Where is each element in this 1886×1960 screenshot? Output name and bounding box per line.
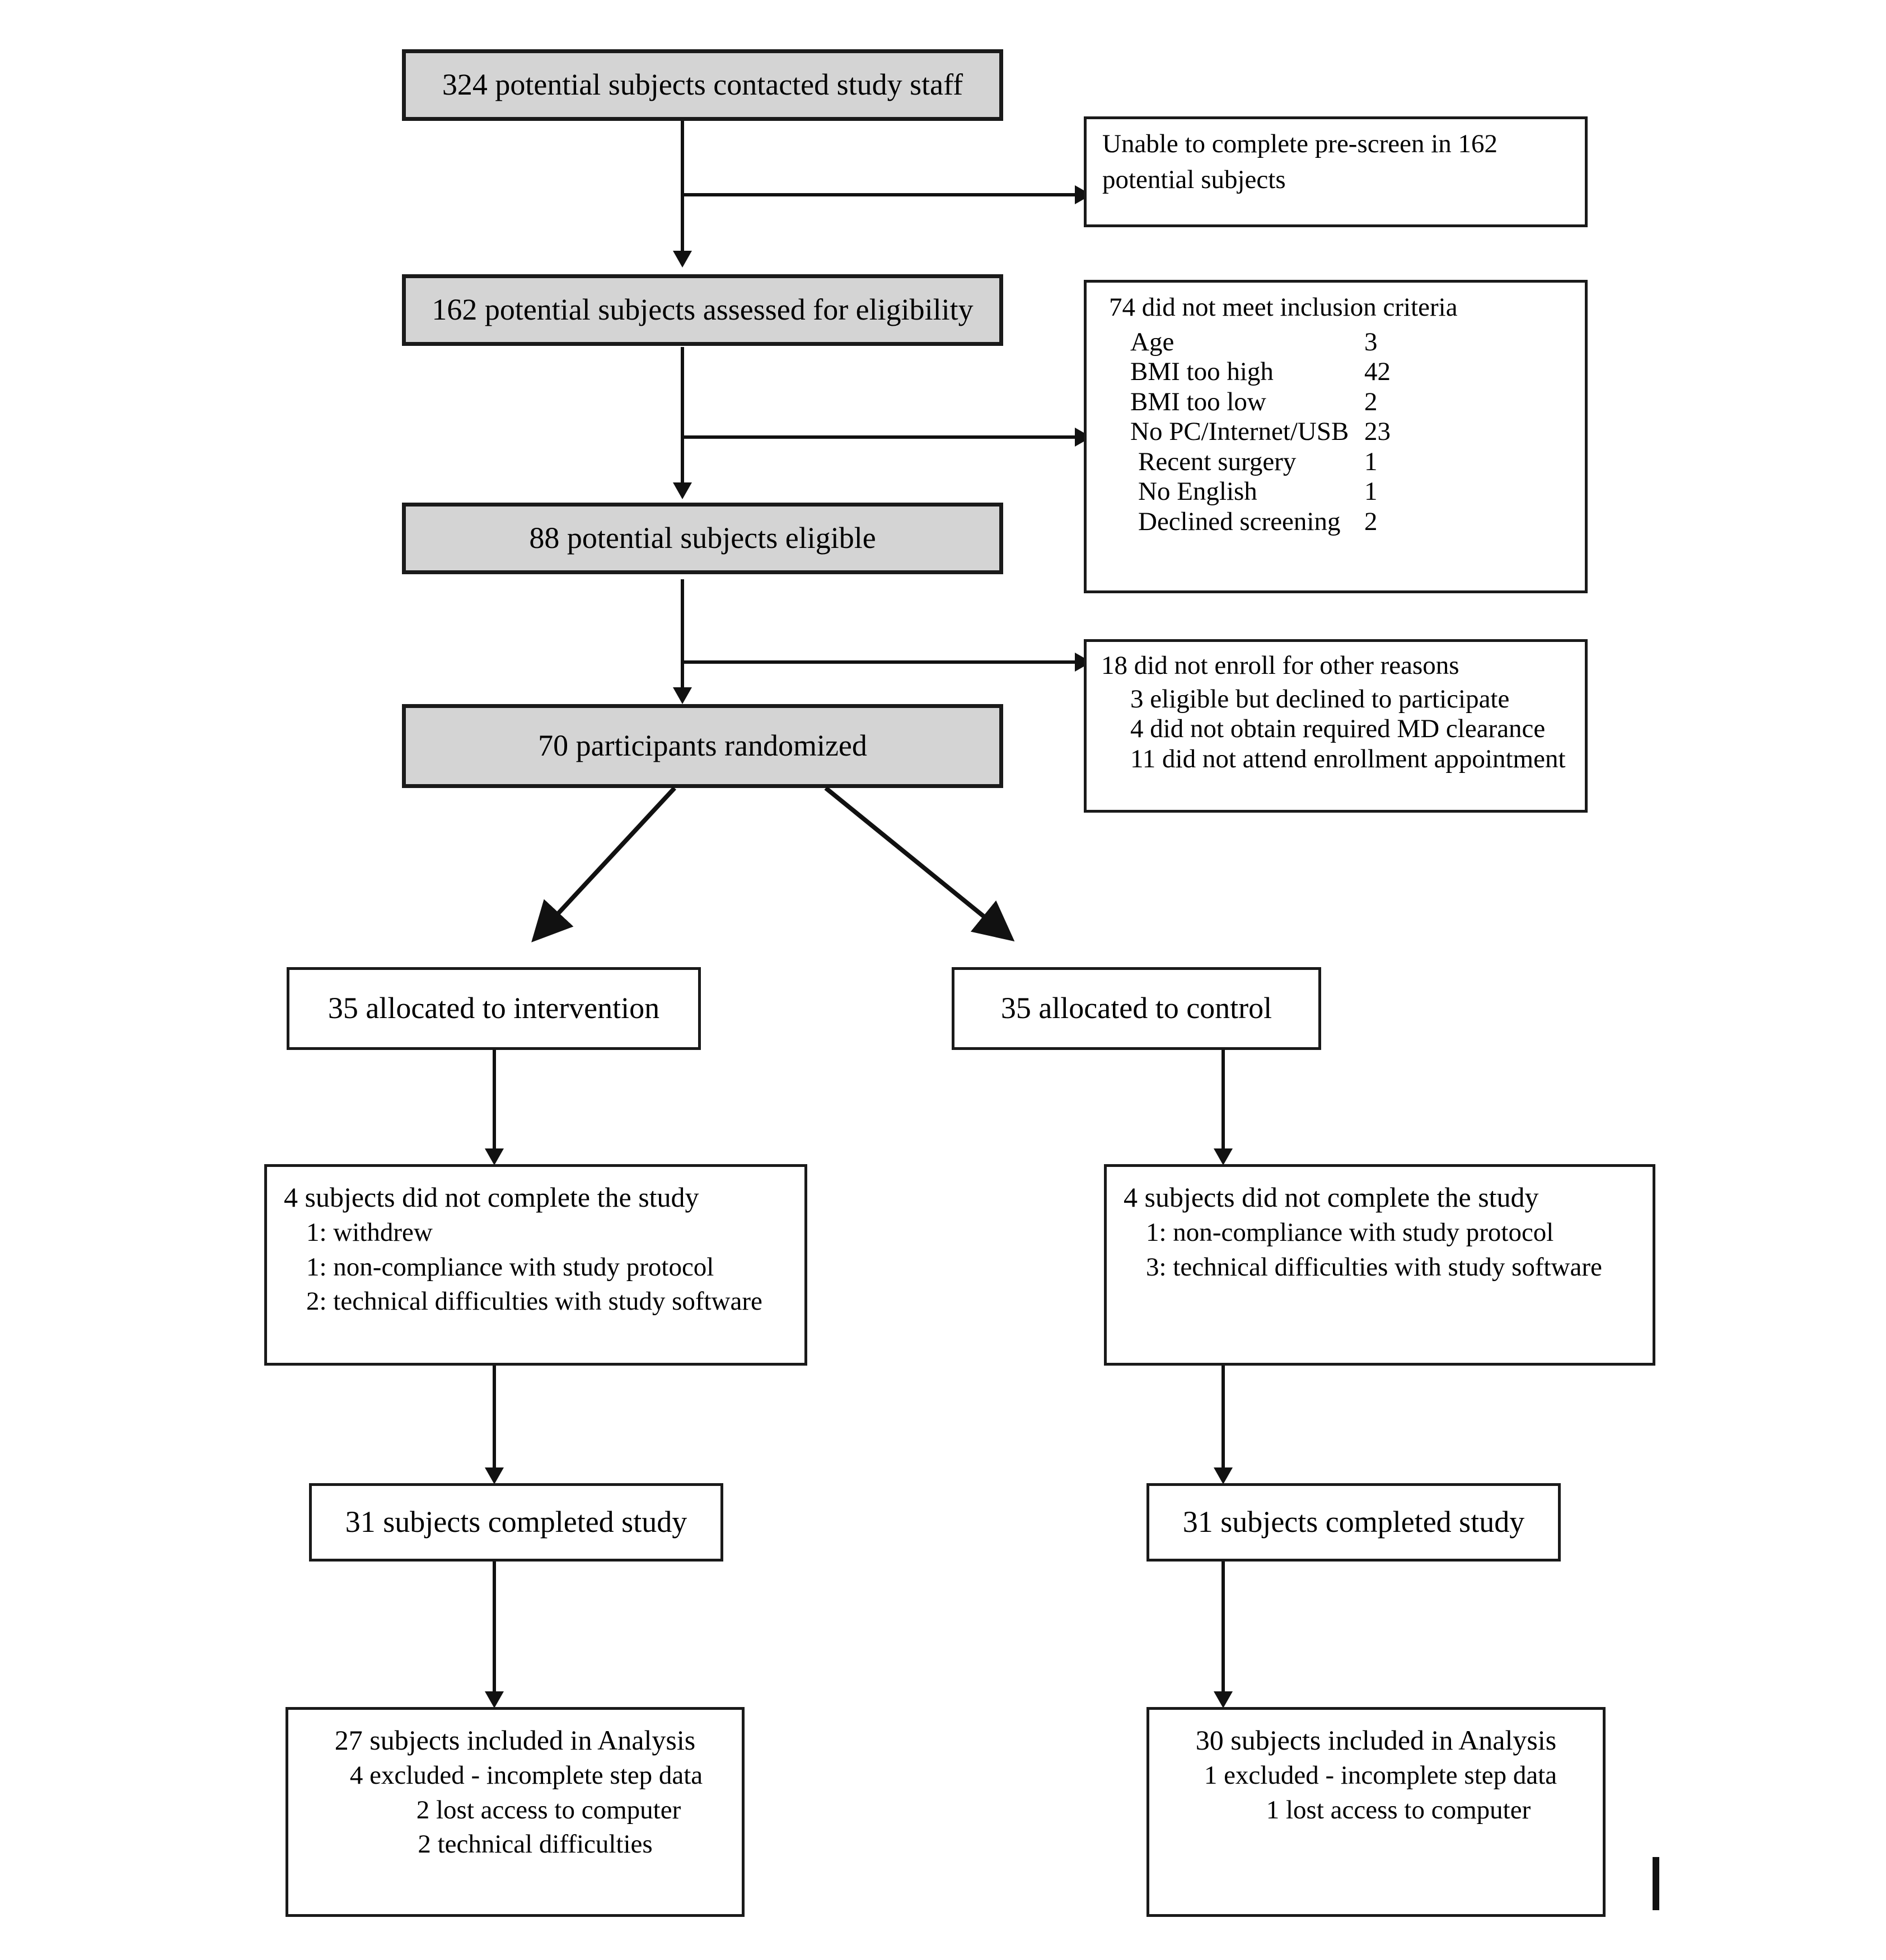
box-randomized: 70 participants randomized (402, 704, 1003, 788)
arrowhead-intervention-completed (485, 1467, 504, 1484)
prescreen-line-2: potential subjects (1102, 165, 1286, 194)
intervention-dropout-item: 2: technical difficulties with study sof… (306, 1287, 762, 1316)
inclusion-row: No PC/Internet/USB 23 (1101, 417, 1570, 447)
arrowhead-randomized (673, 687, 692, 704)
inclusion-row-count: 1 (1364, 447, 1378, 476)
inclusion-row: Age 3 (1101, 327, 1570, 358)
connector-to-not-enrolled-box (681, 660, 1082, 664)
inclusion-row-label: Age (1130, 327, 1174, 357)
inclusion-row: Recent surgery 1 (1101, 447, 1570, 477)
inclusion-row-count: 3 (1364, 327, 1378, 357)
connector-intervention-dropout-to-completed (493, 1366, 496, 1480)
intervention-analysis-excluded: 4 excluded - incomplete step data (349, 1761, 703, 1790)
box-inclusion-criteria: 74 did not meet inclusion criteria Age 3… (1084, 280, 1588, 593)
inclusion-row-label: No PC/Internet/USB (1130, 417, 1349, 447)
connector-intervention-alloc-to-dropout (493, 1050, 496, 1162)
box-contacted: 324 potential subjects contacted study s… (402, 49, 1003, 121)
inclusion-row-count: 2 (1364, 507, 1378, 537)
allocated-intervention-label: 35 allocated to intervention (327, 991, 660, 1025)
arrowhead-eligible (673, 482, 692, 499)
control-dropout-item: 3: technical difficulties with study sof… (1146, 1252, 1602, 1282)
inclusion-heading: 74 did not meet inclusion criteria (1109, 293, 1458, 322)
arrowhead-assessed (673, 251, 692, 268)
inclusion-row: BMI too high 42 (1101, 357, 1570, 387)
box-control-dropout: 4 subjects did not complete the study 1:… (1104, 1164, 1655, 1366)
intervention-analysis-heading: 27 subjects included in Analysis (334, 1724, 696, 1756)
arrowhead-control-completed (1214, 1467, 1233, 1484)
not-enrolled-item: 11 did not attend enrollment appointment (1130, 744, 1566, 773)
box-allocated-intervention: 35 allocated to intervention (287, 967, 701, 1050)
intervention-dropout-item: 1: withdrew (306, 1218, 433, 1247)
box-assessed: 162 potential subjects assessed for elig… (402, 274, 1003, 346)
arrowhead-intervention-dropout (485, 1148, 504, 1165)
control-completed-label: 31 subjects completed study (1182, 1505, 1525, 1539)
connector-control-alloc-to-dropout (1222, 1050, 1225, 1162)
box-eligible-label: 88 potential subjects eligible (529, 521, 876, 555)
intervention-analysis-reason: 2 lost access to computer (416, 1795, 681, 1825)
control-analysis-heading: 30 subjects included in Analysis (1195, 1724, 1557, 1756)
prescreen-line-1: Unable to complete pre-screen in 162 (1102, 129, 1498, 158)
control-analysis-reason: 1 lost access to computer (1266, 1795, 1531, 1825)
control-dropout-heading: 4 subjects did not complete the study (1124, 1181, 1539, 1213)
not-enrolled-item: 3 eligible but declined to participate (1130, 684, 1510, 714)
inclusion-row-label: BMI too low (1130, 387, 1266, 416)
box-intervention-analysis: 27 subjects included in Analysis 4 exclu… (286, 1707, 745, 1917)
intervention-dropout-item: 1: non-compliance with study protocol (306, 1252, 714, 1282)
intervention-analysis-reason: 2 technical difficulties (418, 1830, 653, 1859)
box-intervention-completed: 31 subjects completed study (309, 1483, 723, 1562)
inclusion-row-label: Recent surgery (1138, 447, 1297, 476)
inclusion-row-count: 23 (1364, 417, 1391, 447)
intervention-dropout-heading: 4 subjects did not complete the study (284, 1181, 699, 1213)
connector-control-dropout-to-completed (1222, 1366, 1225, 1480)
inclusion-row: No English 1 (1101, 477, 1570, 507)
box-prescreen-exclusion: Unable to complete pre-screen in 162 pot… (1084, 116, 1588, 227)
arrowhead-control-dropout (1214, 1148, 1233, 1165)
box-control-analysis: 30 subjects included in Analysis 1 exclu… (1146, 1707, 1606, 1917)
connector-contacted-to-assessed (681, 120, 684, 263)
connector-eligible-to-randomized (681, 579, 684, 700)
connector-intervention-completed-to-analysis (493, 1562, 496, 1704)
arrowhead-intervention-analysis (485, 1691, 504, 1708)
intervention-completed-label: 31 subjects completed study (345, 1505, 687, 1539)
box-allocated-control: 35 allocated to control (952, 967, 1321, 1050)
control-dropout-item: 1: non-compliance with study protocol (1146, 1218, 1554, 1247)
connector-assessed-to-eligible (681, 347, 684, 495)
inclusion-row-count: 1 (1364, 477, 1378, 507)
not-enrolled-item: 4 did not obtain required MD clearance (1130, 714, 1546, 744)
connector-control-completed-to-analysis (1222, 1562, 1225, 1704)
connector-to-prescreen-box (681, 193, 1082, 196)
control-analysis-excluded: 1 excluded - incomplete step data (1204, 1761, 1557, 1790)
connector-to-inclusion-box (681, 435, 1082, 439)
not-enrolled-heading: 18 did not enroll for other reasons (1101, 651, 1459, 680)
inclusion-row-count: 42 (1364, 357, 1391, 387)
box-contacted-label: 324 potential subjects contacted study s… (442, 68, 963, 102)
page-edge-tick-mark (1653, 1857, 1659, 1910)
inclusion-row: BMI too low 2 (1101, 387, 1570, 418)
box-not-enrolled: 18 did not enroll for other reasons 3 el… (1084, 639, 1588, 813)
box-assessed-label: 162 potential subjects assessed for elig… (432, 293, 974, 327)
allocated-control-label: 35 allocated to control (1000, 991, 1272, 1025)
box-eligible: 88 potential subjects eligible (402, 503, 1003, 574)
inclusion-row-label: BMI too high (1130, 357, 1274, 387)
box-control-completed: 31 subjects completed study (1146, 1483, 1561, 1562)
inclusion-row-label: Declined screening (1138, 507, 1341, 537)
box-intervention-dropout: 4 subjects did not complete the study 1:… (264, 1164, 807, 1366)
box-randomized-label: 70 participants randomized (538, 729, 867, 763)
randomization-branch-arrows (531, 786, 1015, 943)
inclusion-row: Declined screening 2 (1101, 507, 1570, 537)
inclusion-row-count: 2 (1364, 387, 1378, 416)
arrowhead-control-analysis (1214, 1691, 1233, 1708)
inclusion-row-label: No English (1138, 477, 1257, 507)
